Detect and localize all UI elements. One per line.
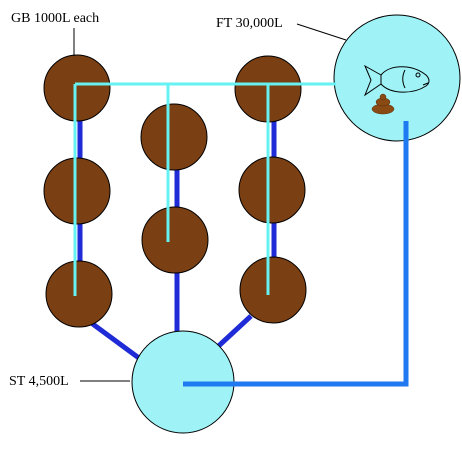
poop-icon (371, 93, 395, 115)
grow-bed (238, 156, 306, 224)
fish-body (380, 66, 430, 93)
leader-line-ft (296, 23, 347, 41)
return-pipe-sump-to-fish-tank (183, 121, 409, 387)
fish-icon (363, 64, 430, 97)
fish-tank-label: FT 30,000L (216, 16, 283, 31)
fish-gill (402, 69, 406, 89)
supply-pipes (73, 82, 336, 296)
return-pipe-left-diag (88, 319, 149, 367)
fish-mouth (422, 82, 429, 86)
grow-bed-label: GB 1000L each (11, 11, 99, 26)
grow-bed (43, 157, 111, 225)
leader-lines (73, 23, 347, 382)
grow-beds (43, 54, 307, 328)
grow-bed (140, 103, 208, 171)
fish-eye (415, 72, 421, 78)
grow-bed (45, 260, 113, 328)
grow-bed (141, 206, 209, 274)
grow-bed (239, 256, 307, 324)
fish-tank (333, 14, 461, 142)
fish-tail (363, 64, 382, 97)
grow-bed (43, 54, 111, 122)
sump-tank-label: ST 4,500L (9, 374, 69, 389)
poop-top (379, 93, 387, 101)
